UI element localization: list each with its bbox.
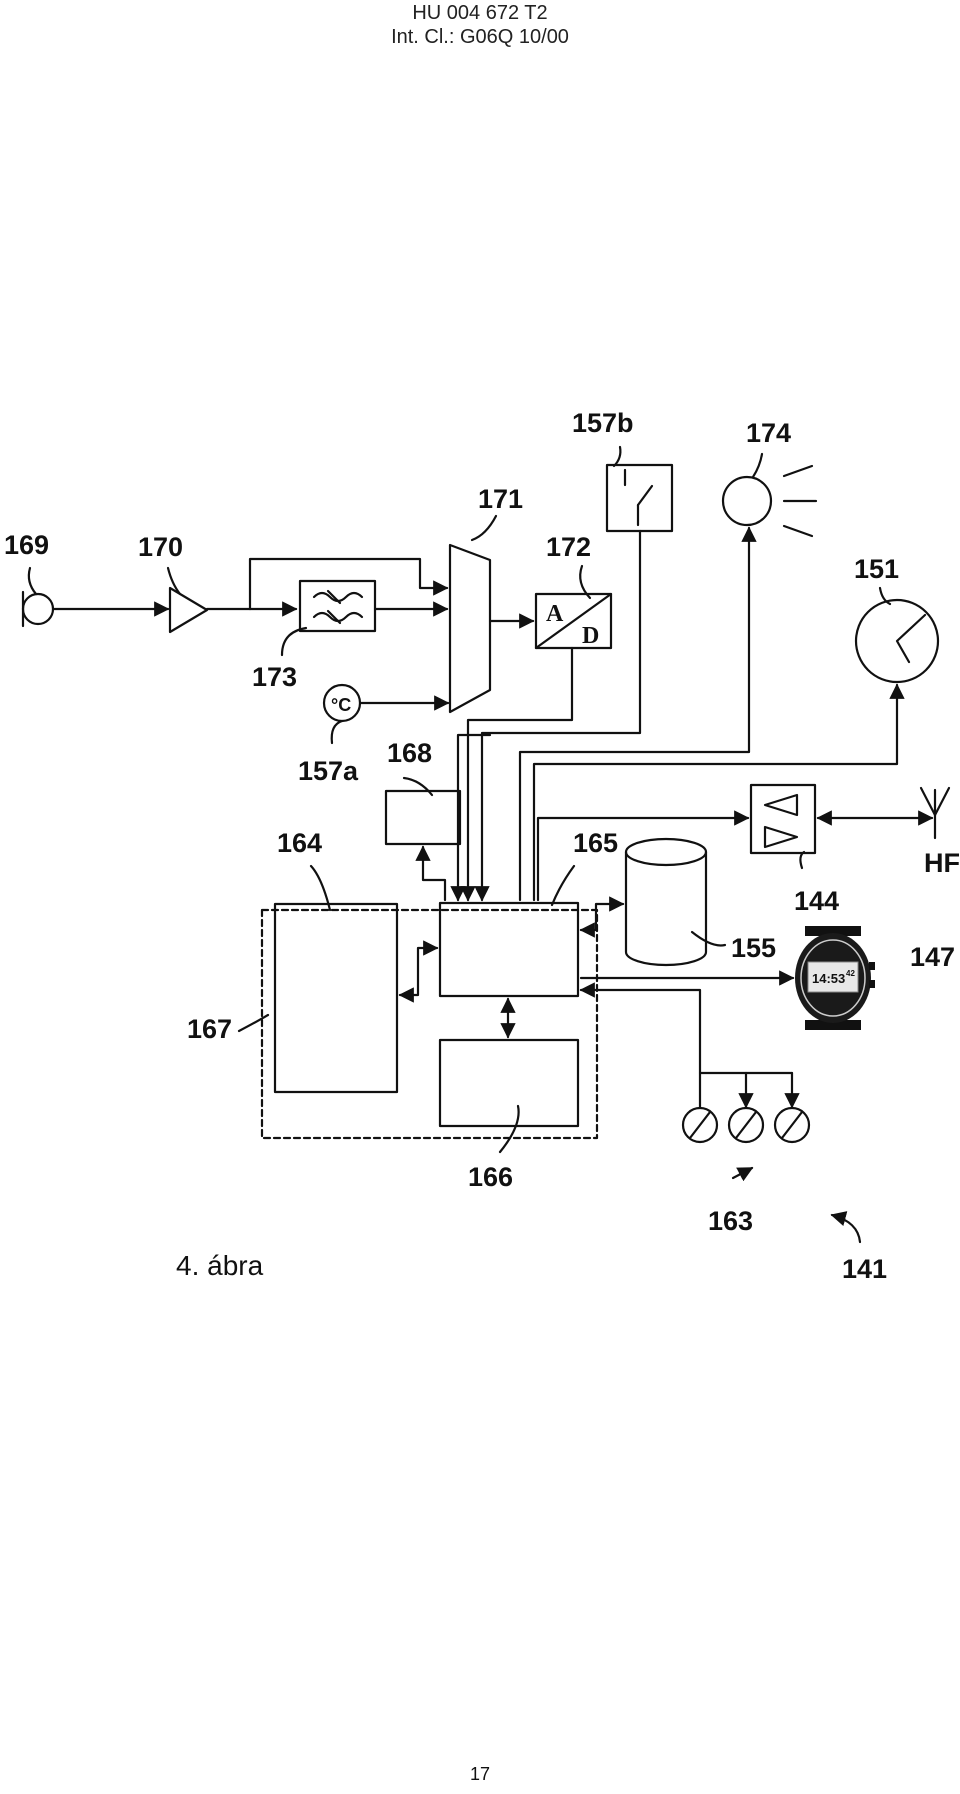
temperature-symbol: °C <box>331 695 351 715</box>
adc-letter-a: A <box>546 601 564 627</box>
leader-151 <box>878 586 892 606</box>
sensor-to-cpu-line <box>579 982 702 1109</box>
label-164: 164 <box>277 828 322 858</box>
leader-155 <box>690 930 727 947</box>
label-171: 171 <box>478 484 523 514</box>
figure-caption: 4. ábra <box>176 1250 264 1281</box>
label-167: 167 <box>187 1014 232 1044</box>
header-patent-number: HU 004 672 T2 <box>412 2 548 24</box>
leader-171 <box>470 514 498 542</box>
label-hf: HF <box>924 848 960 878</box>
arrow-163 <box>731 1166 754 1182</box>
clock-gauge <box>854 598 940 684</box>
leader-164 <box>309 864 332 912</box>
block-167 <box>273 902 399 1094</box>
leader-144 <box>799 850 806 870</box>
label-144: 144 <box>794 886 839 916</box>
cpu-to-lamp-line <box>518 526 757 902</box>
processing-unit-outline <box>260 908 599 1140</box>
label-174: 174 <box>746 418 791 448</box>
header-classification: Int. Cl.: G06Q 10/00 <box>391 26 569 48</box>
block-166 <box>438 1038 580 1128</box>
arrow-141 <box>830 1211 862 1244</box>
sensor-group <box>681 1106 811 1144</box>
cpu-to-168-line <box>415 845 447 902</box>
leader-157a <box>330 719 344 745</box>
wristwatch-icon: 14:53 42 <box>795 926 875 1030</box>
leader-165 <box>550 864 576 907</box>
leader-167 <box>237 1013 270 1033</box>
lamp-icon <box>721 464 818 538</box>
leader-172 <box>579 564 592 600</box>
microphone-icon <box>21 590 55 628</box>
leader-168 <box>402 776 434 797</box>
label-169: 169 <box>4 530 49 560</box>
leader-169 <box>27 566 38 596</box>
amp-bypass-line <box>248 557 449 611</box>
leader-166 <box>498 1104 520 1154</box>
filter-block <box>298 579 377 633</box>
watch-seconds: 42 <box>846 969 855 978</box>
mux-ctrl-line <box>450 733 492 902</box>
amplifier-triangle <box>168 586 209 634</box>
page-number: 17 <box>469 1764 491 1784</box>
link-165-155 <box>579 896 625 938</box>
adc-letter-d: D <box>582 623 599 649</box>
block-168 <box>384 789 462 846</box>
label-163: 163 <box>708 1206 753 1236</box>
leader-174 <box>751 452 764 479</box>
label-141: 141 <box>842 1254 887 1284</box>
label-157a: 157a <box>298 756 359 786</box>
label-165: 165 <box>573 828 618 858</box>
antenna-icon <box>919 786 951 840</box>
leader-170 <box>166 566 182 596</box>
label-155: 155 <box>731 933 776 963</box>
label-170: 170 <box>138 532 183 562</box>
switch-block <box>605 463 674 533</box>
block-165 <box>438 901 580 998</box>
watch-time: 14:53 <box>812 971 845 986</box>
label-147: 147 <box>910 942 955 972</box>
cpu-to-clock-line <box>532 683 905 902</box>
label-168: 168 <box>387 738 432 768</box>
leader-173 <box>280 626 308 657</box>
label-157b: 157b <box>572 408 634 438</box>
transceiver-block <box>749 783 817 855</box>
label-166: 166 <box>468 1162 513 1192</box>
storage-cylinder <box>624 837 708 967</box>
switch-to-cpu-line <box>474 529 642 902</box>
leader-157b <box>612 445 622 468</box>
label-151: 151 <box>854 554 899 584</box>
multiplexer-shape <box>448 543 492 714</box>
adc-to-cpu-line <box>460 646 574 902</box>
label-172: 172 <box>546 532 591 562</box>
label-173: 173 <box>252 662 297 692</box>
ad-converter-block <box>534 592 613 650</box>
link-165-167 <box>398 940 439 1003</box>
cpu-transceiver-line <box>536 810 750 902</box>
